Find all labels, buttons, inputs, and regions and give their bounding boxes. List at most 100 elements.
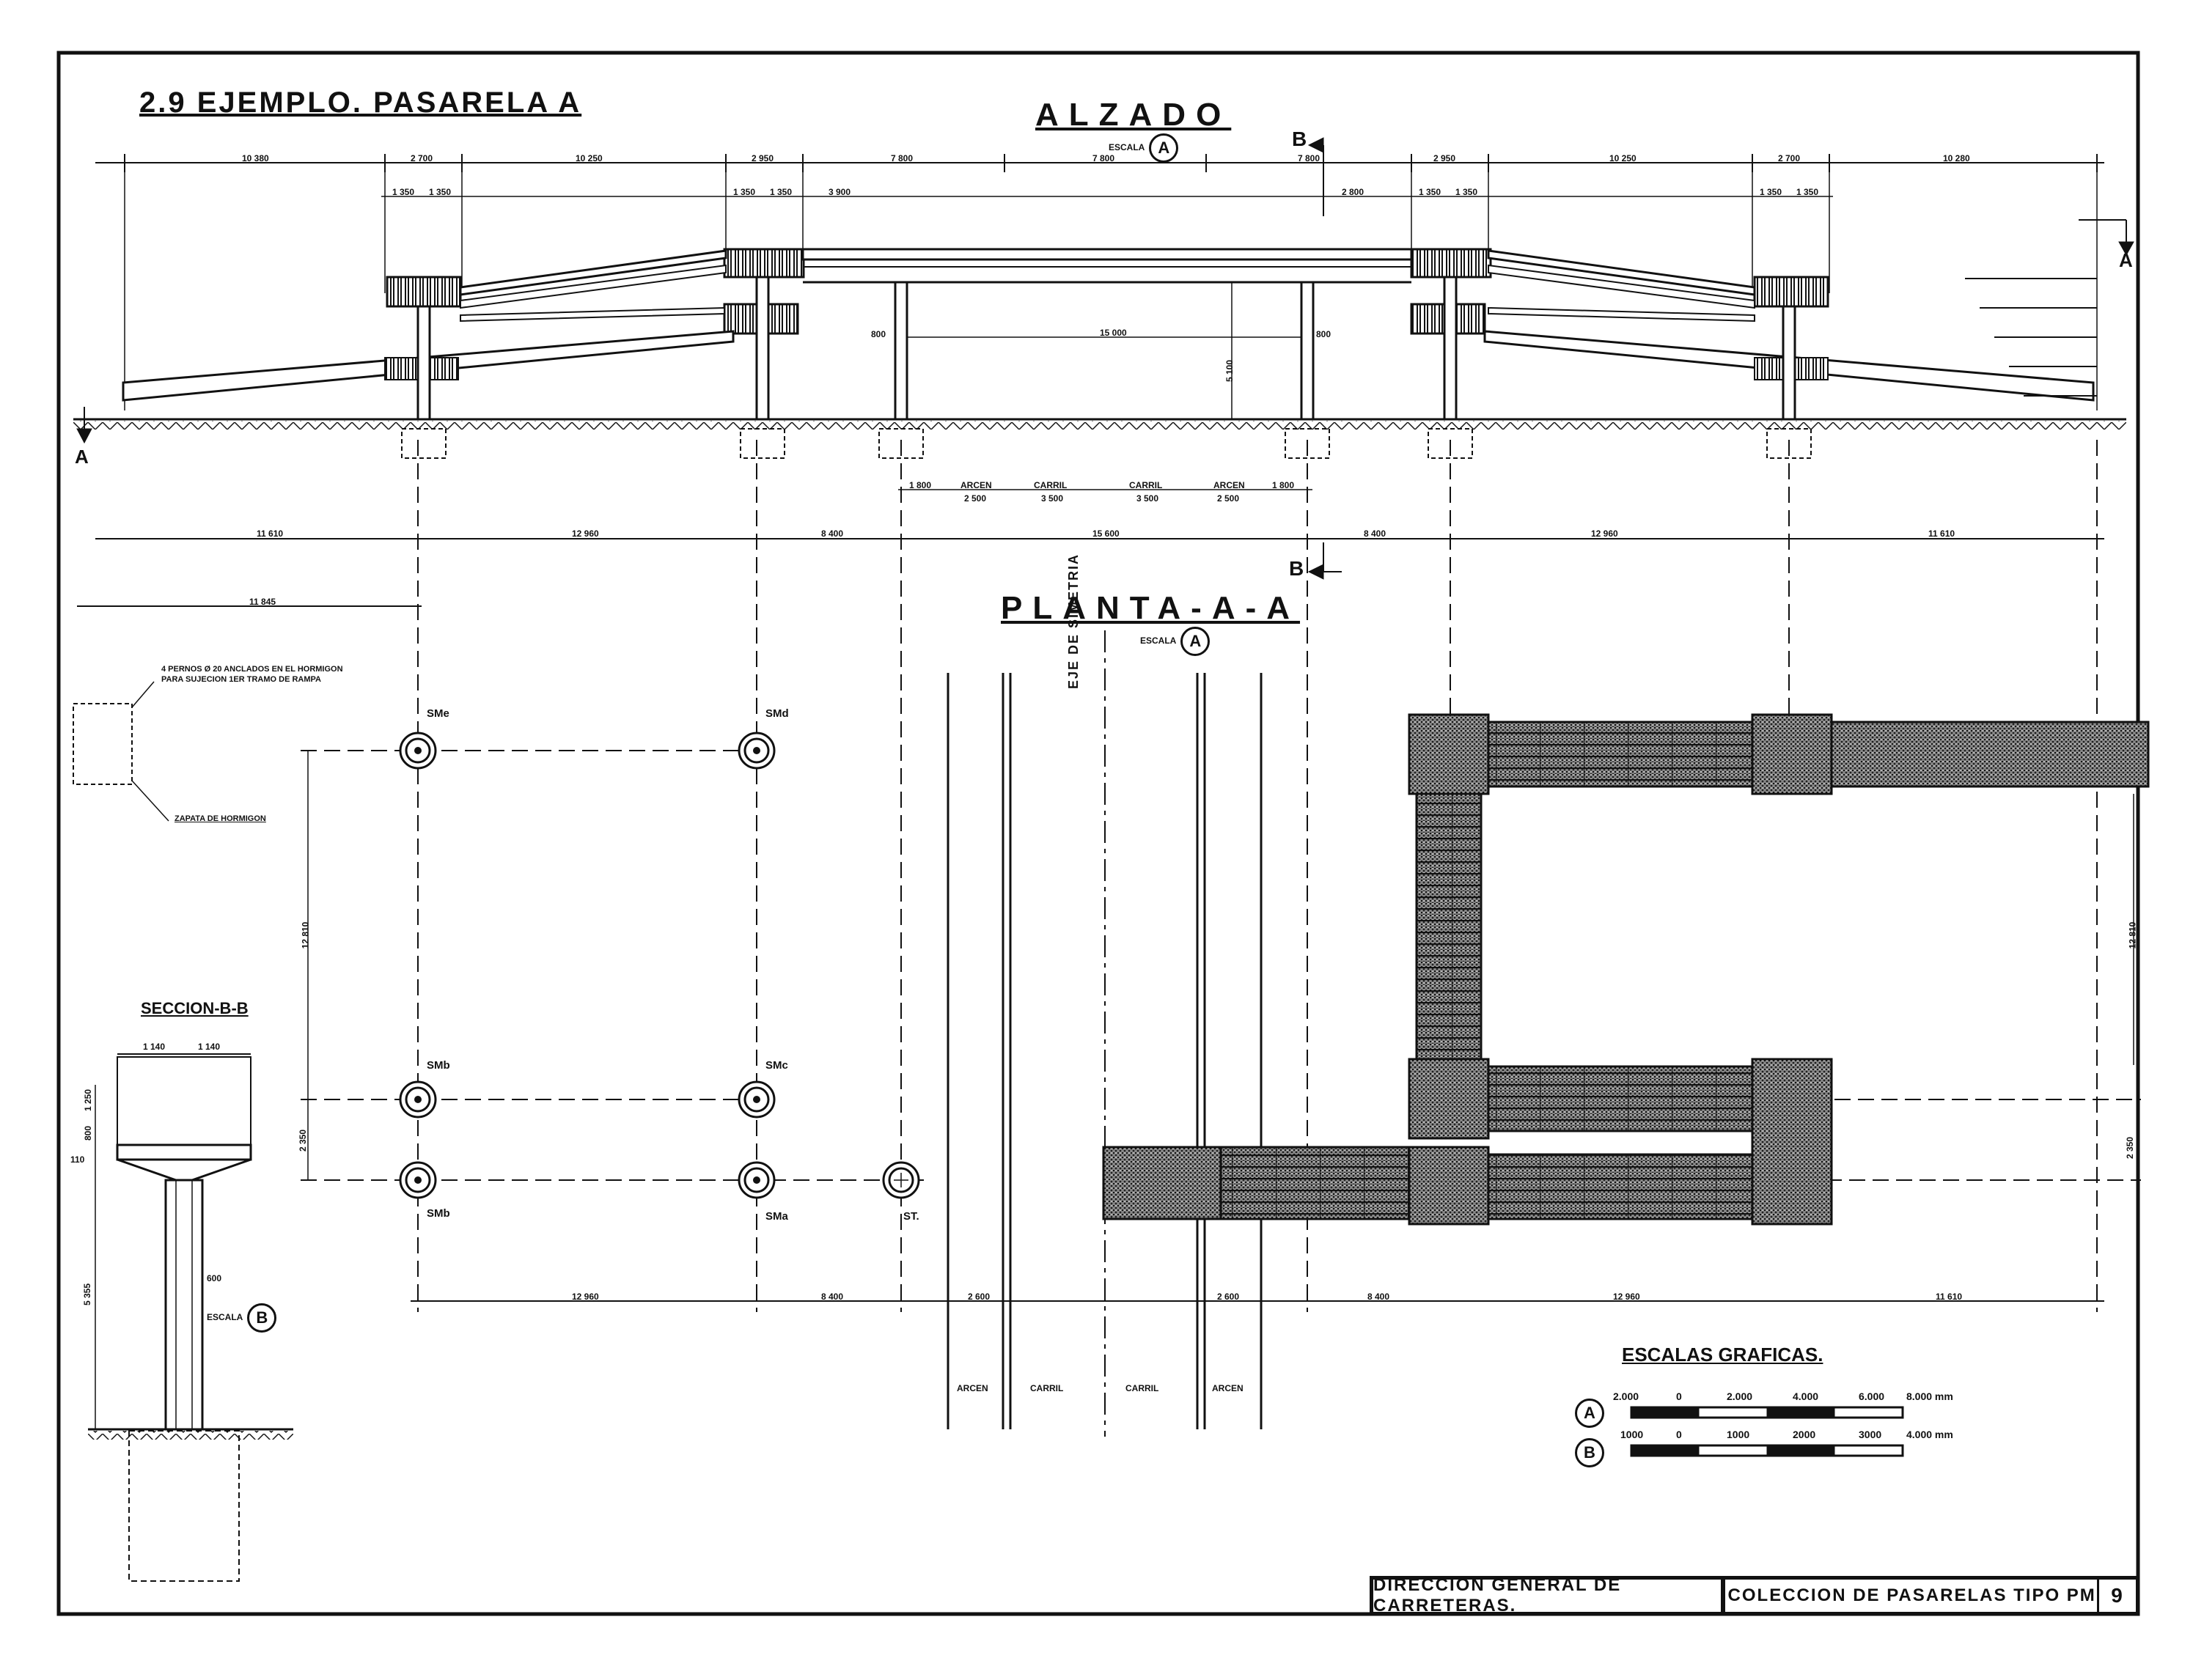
elev-bottom-dim-3: 8 400 [821, 528, 844, 539]
elev-sub-dim-8: 1 350 [1455, 187, 1478, 197]
elev-bottom-dim-5: 8 400 [1364, 528, 1386, 539]
plan-misc-3: 12 810 [2127, 921, 2138, 949]
lane-width-1: 2 500 [964, 493, 987, 504]
scale-a-tick-2: 0 [1676, 1390, 1682, 1402]
elev-sub-dim-2: 1 350 [429, 187, 452, 197]
lane-label-1: ARCEN [957, 1383, 988, 1393]
elev-dim-4: 2 950 [752, 153, 774, 163]
graphic-scale-a-badge: A [1575, 1399, 1604, 1428]
plan-misc-4: 2 350 [2125, 1136, 2136, 1160]
drawing-title: 2.9 EJEMPLO. PASARELA A [139, 86, 582, 119]
graphic-scales-title: ESCALAS GRAFICAS. [1622, 1344, 1823, 1366]
plan-dim-4: 2 600 [1217, 1292, 1240, 1302]
elev-dim-11: 10 280 [1943, 153, 1970, 163]
section-dim-5: 110 [70, 1154, 85, 1165]
scale-b-tick-3: 1000 [1727, 1429, 1750, 1440]
graphic-scale-b-badge: B [1575, 1438, 1604, 1467]
section-scale-label: ESCALA [207, 1312, 243, 1323]
elev-bottom-dim-2: 12 960 [572, 528, 599, 539]
plan-title: PLANTA-A-A [1001, 590, 1301, 626]
graphic-scale-bars [1630, 1406, 1904, 1457]
graphic-scale-a-letter: A [1575, 1399, 1604, 1428]
elev-dim-3: 10 250 [576, 153, 603, 163]
section-dim-3: 1 250 [83, 1088, 94, 1112]
section-title: SECCION-B-B [141, 999, 249, 1017]
title-block-collection: COLECCION DE PASARELAS TIPO PMD-1 [1723, 1577, 2134, 1614]
title-block-organization: DIRECCION GENERAL DE CARRETERAS. [1371, 1575, 1723, 1615]
note-anchor-purpose: PARA SUJECION 1ER TRAMO DE RAMPA [161, 675, 321, 684]
cut-b-top: B [1292, 128, 1307, 150]
section-dim-6: 600 [207, 1273, 222, 1283]
elev-dim-6: 7 800 [1092, 153, 1115, 163]
elev-bottom-dim-4: 15 600 [1092, 528, 1120, 539]
elev-sub-dim-6: 2 800 [1342, 187, 1364, 197]
section-dim-4: 800 [83, 1125, 94, 1141]
plan-view [301, 440, 2150, 1437]
pier-label-smb: SMb [427, 1207, 450, 1220]
scale-b-tick-6: 4.000 mm [1906, 1429, 1953, 1440]
lane-width-3: 3 500 [1136, 493, 1159, 504]
section-scale: ESCALA B [207, 1303, 277, 1333]
title-block-sheet-number: 9 [2097, 1577, 2138, 1614]
cut-a-right: A [2119, 249, 2133, 271]
lane-dim-4: CARRIL [1129, 480, 1163, 490]
plan-dim-3: 2 600 [968, 1292, 991, 1302]
scale-a-badge-plan: A [1180, 627, 1211, 656]
elev-sub-dim-4: 1 350 [770, 187, 793, 197]
scale-a-tick-5: 6.000 [1859, 1390, 1885, 1402]
elev-misc-height: 5 100 [1224, 359, 1235, 383]
plan-dim-2: 8 400 [821, 1292, 844, 1302]
pier-label-smb-top: SMb [427, 1059, 450, 1072]
section-dim-1: 1 140 [143, 1042, 166, 1052]
elev-dim-2: 2 700 [411, 153, 433, 163]
lane-label-4: ARCEN [1212, 1383, 1244, 1393]
lane-width-4: 2 500 [1217, 493, 1240, 504]
scale-a-tick-6: 8.000 mm [1906, 1390, 1953, 1402]
scale-b-badge: B [247, 1303, 277, 1333]
lane-dim-6: 1 800 [1272, 480, 1295, 490]
elev-dim-7: 7 800 [1298, 153, 1320, 163]
elevation-title: ALZADO [1035, 97, 1232, 133]
section-view [73, 681, 293, 1582]
elev-sub-dim-10: 1 350 [1796, 187, 1819, 197]
section-dim-2: 1 140 [198, 1042, 221, 1052]
elev-bottom-dim-7: 11 610 [1928, 528, 1955, 539]
plan-dim-5: 8 400 [1367, 1292, 1390, 1302]
lane-width-2: 3 500 [1041, 493, 1064, 504]
elevation-scale-label: ESCALA [1109, 142, 1145, 153]
elev-bottom-dim-1: 11 610 [257, 528, 284, 539]
note-footing: ZAPATA DE HORMIGON [175, 814, 266, 823]
scale-b-tick-4: 2000 [1793, 1429, 1816, 1440]
scale-b-tick-2: 0 [1676, 1429, 1682, 1440]
cut-b-bottom: B [1289, 557, 1304, 580]
scale-a-badge: A [1149, 133, 1179, 163]
elev-sub-dim-7: 1 350 [1419, 187, 1441, 197]
elev-dim-5: 7 800 [891, 153, 914, 163]
plan-dim-7: 11 610 [1936, 1292, 1963, 1302]
elev-sub-dim-9: 1 350 [1760, 187, 1782, 197]
lane-label-3: CARRIL [1125, 1383, 1159, 1393]
lane-label-2: CARRIL [1030, 1383, 1064, 1393]
elev-misc-ramp: 11 845 [249, 597, 276, 607]
graphic-scale-b-letter: B [1575, 1438, 1604, 1467]
elev-sub-dim-1: 1 350 [392, 187, 415, 197]
scale-a-tick-4: 4.000 [1793, 1390, 1819, 1402]
plan-dim-6: 12 960 [1613, 1292, 1640, 1302]
plan-scale-label: ESCALA [1140, 635, 1177, 646]
scale-a-tick-3: 2.000 [1727, 1390, 1753, 1402]
pier-label-smc: SMc [765, 1059, 788, 1072]
cut-a-left: A [75, 446, 89, 468]
elev-sub-dim-3: 1 350 [733, 187, 756, 197]
scale-a-tick-1: 2.000 [1613, 1390, 1639, 1402]
elev-misc-span: 15 000 [1100, 328, 1127, 338]
section-dim-7: 5 355 [82, 1283, 93, 1306]
elevation-view [73, 137, 2134, 607]
elev-dim-9: 10 250 [1609, 153, 1637, 163]
elev-sub-dim-5: 3 900 [829, 187, 851, 197]
elev-dim-10: 2 700 [1778, 153, 1801, 163]
note-anchor-bolts: 4 PERNOS Ø 20 ANCLADOS EN EL HORMIGON [161, 665, 343, 674]
lane-dim-5: ARCEN [1213, 480, 1245, 490]
